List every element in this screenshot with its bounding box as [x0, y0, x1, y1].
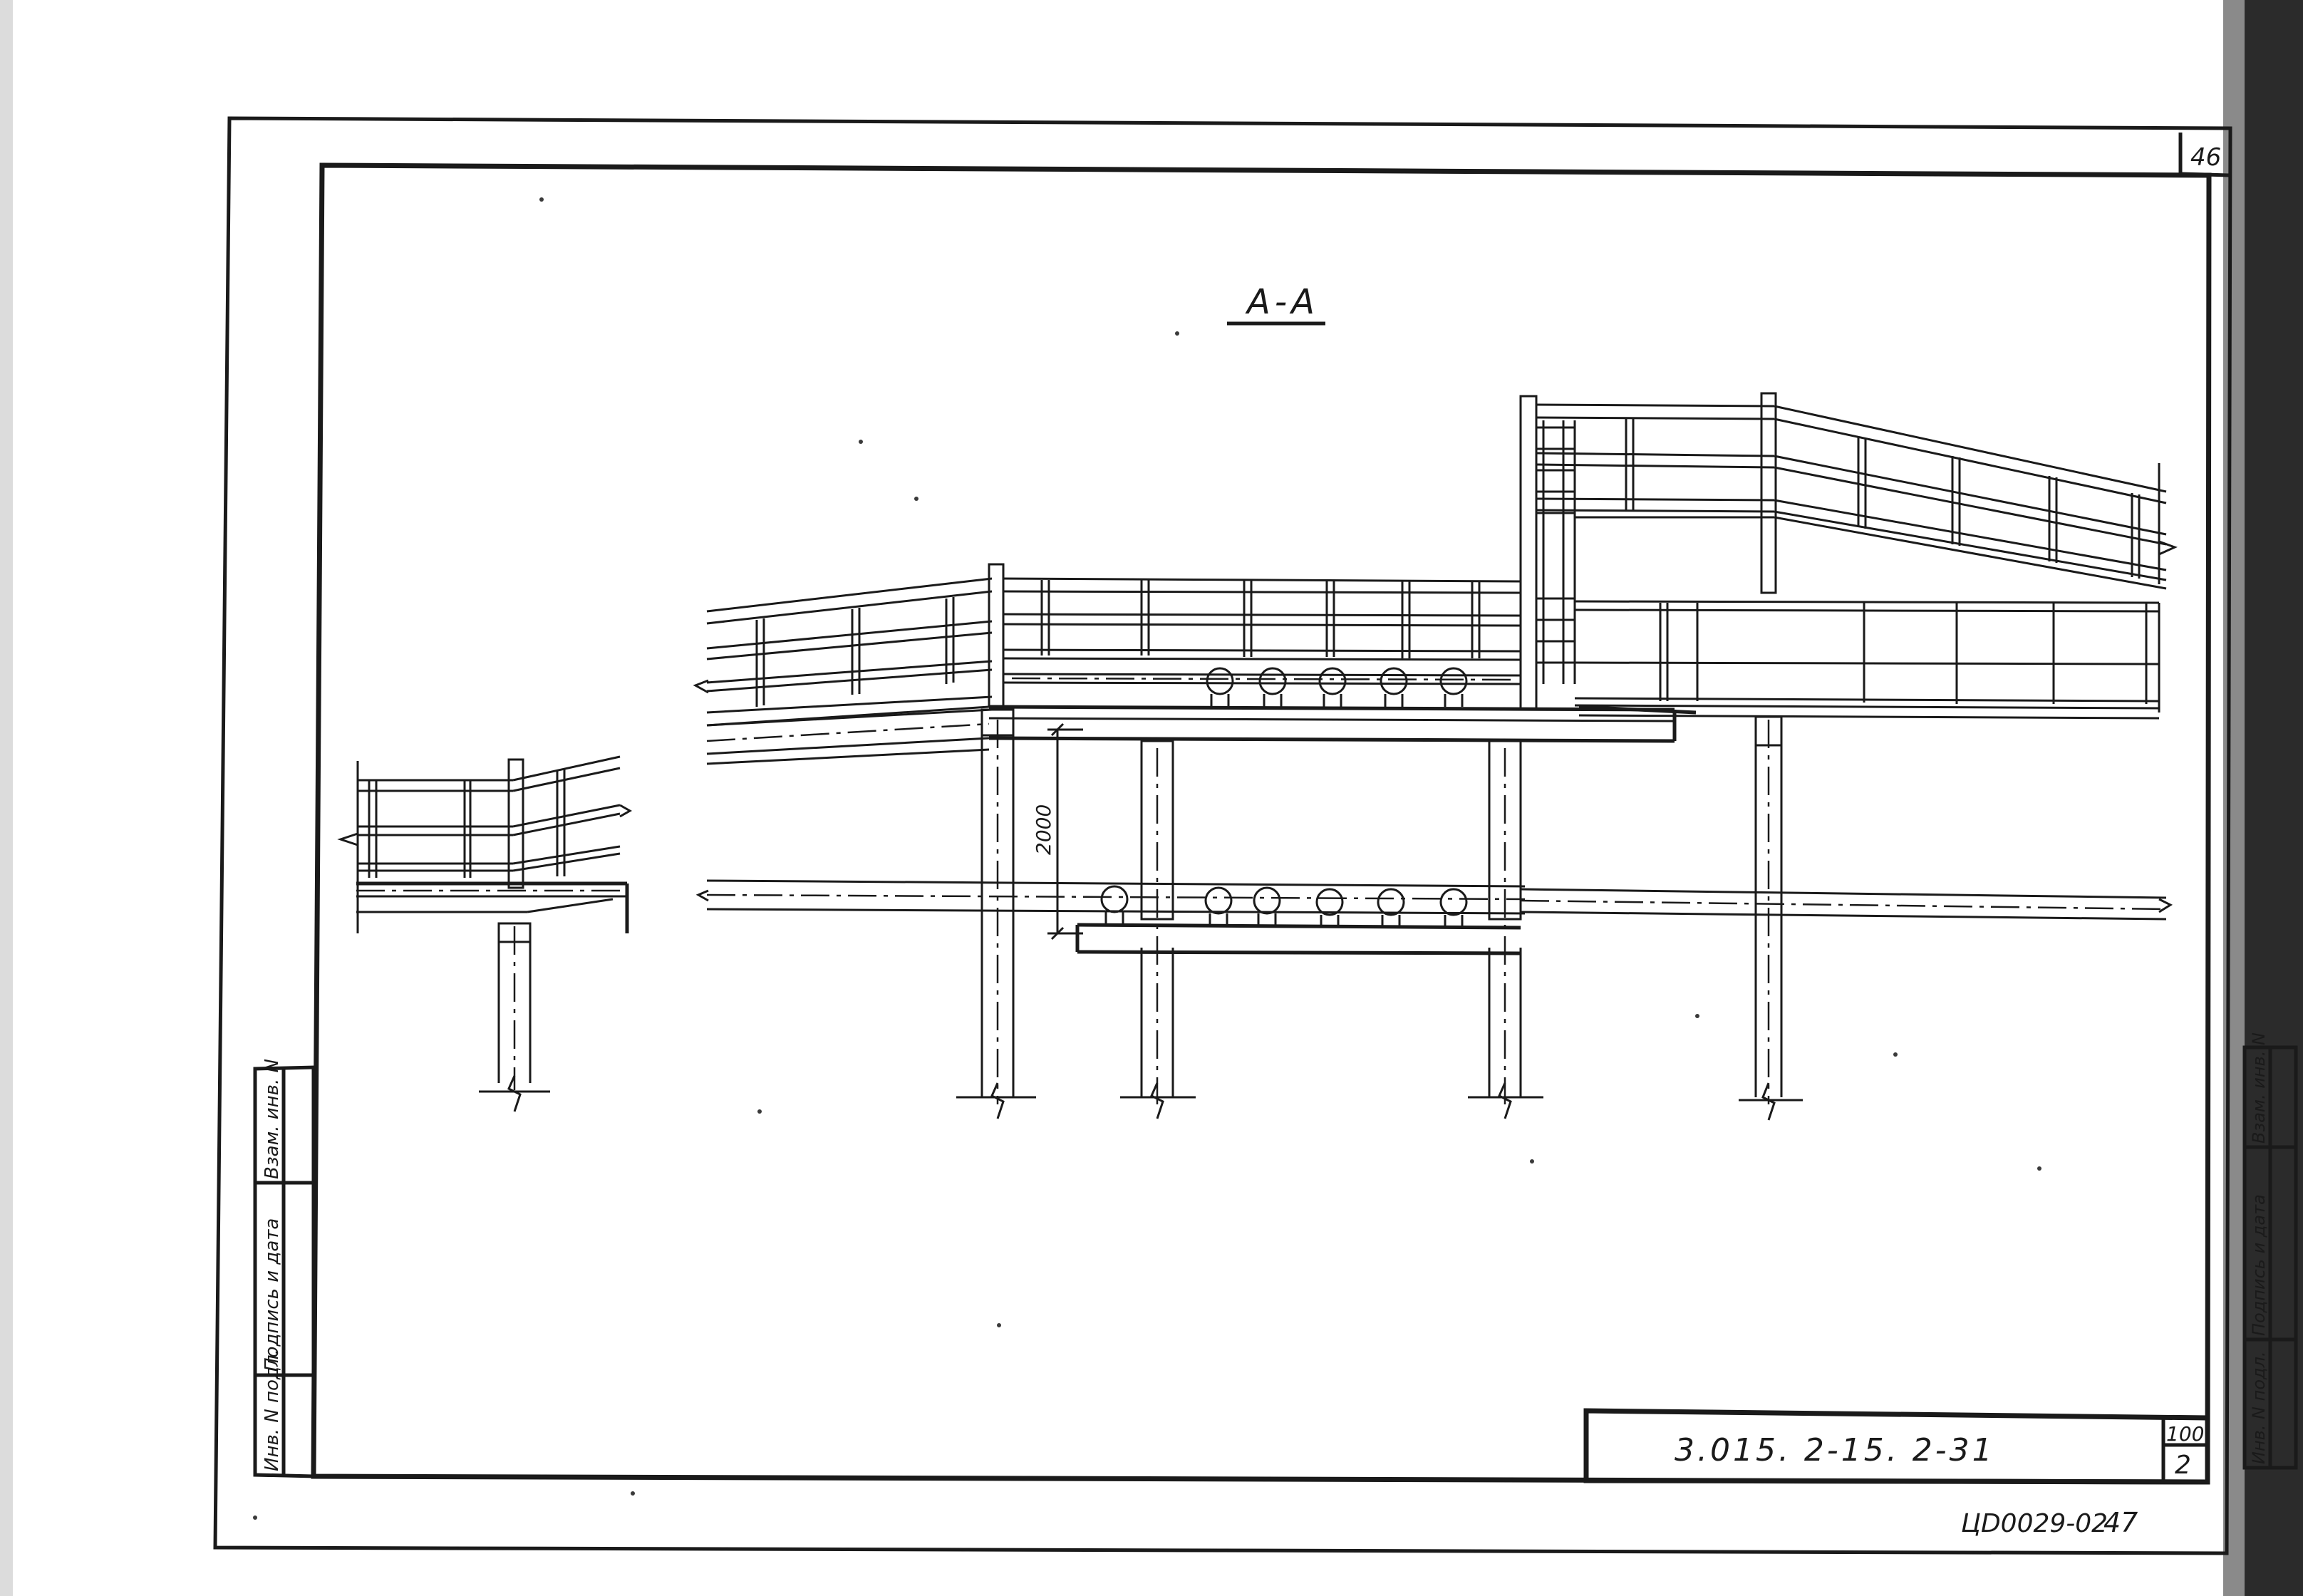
section-title: А-А [1245, 282, 1319, 322]
title-block-sheet: 2 [2175, 1451, 2191, 1480]
left-margin-stamp: Инв. N подл. Подпись и дата Взам. инв. N [253, 1059, 316, 1478]
outer-frame [213, 116, 2232, 1555]
title-block: 3.015. 2-15. 2-31 100 2 [1583, 1408, 2210, 1485]
stamp-label-replace: Взам. инв. N [262, 1059, 283, 1179]
right-stamp-label-replace: Взам. инв. N [2249, 1032, 2269, 1144]
archive-code: ЦD0029-02 [1961, 1509, 2108, 1538]
stamp-label-inv: Инв. N подл. [262, 1349, 283, 1471]
title-block-sheet-top: 100 [2166, 1422, 2204, 1446]
inner-frame [311, 162, 2212, 1485]
column-2 [1120, 740, 1196, 1119]
scan-noise [253, 197, 2041, 1520]
stamp-label-sign: Подпись и дата [262, 1218, 283, 1372]
column-1 [956, 708, 1036, 1119]
archive-code-group: ЦD0029-02 47 [1961, 1507, 2138, 1538]
middle-span: 2000 [693, 563, 1677, 1119]
section-title-group: А-А [1227, 282, 1325, 326]
archive-page: 47 [2103, 1507, 2138, 1538]
corner-sheet-number: 46 [2190, 143, 2221, 172]
dimension-label: 2000 [1032, 804, 1055, 855]
left-span-fragment [337, 755, 633, 1112]
right-margin-stamp: Инв. N подл. Подпись и дата Взам. инв. N [2242, 1032, 2298, 1470]
right-stamp-label-inv: Инв. N подл. [2249, 1351, 2269, 1464]
column-4 [1739, 715, 1803, 1121]
scan-edge-left [0, 0, 13, 1596]
right-span [1519, 392, 2178, 1121]
upper-pipe-group [1206, 667, 1468, 707]
right-stamp-label-sign: Подпись и дата [2249, 1194, 2269, 1336]
column-3 [1468, 740, 1543, 1119]
designation-text: 3.015. 2-15. 2-31 [1675, 1432, 1995, 1468]
corner-sheet-number-box: 46 [2178, 133, 2230, 177]
scan-edge-shadow [2245, 0, 2303, 1596]
lower-pipe-group [1100, 885, 1468, 926]
